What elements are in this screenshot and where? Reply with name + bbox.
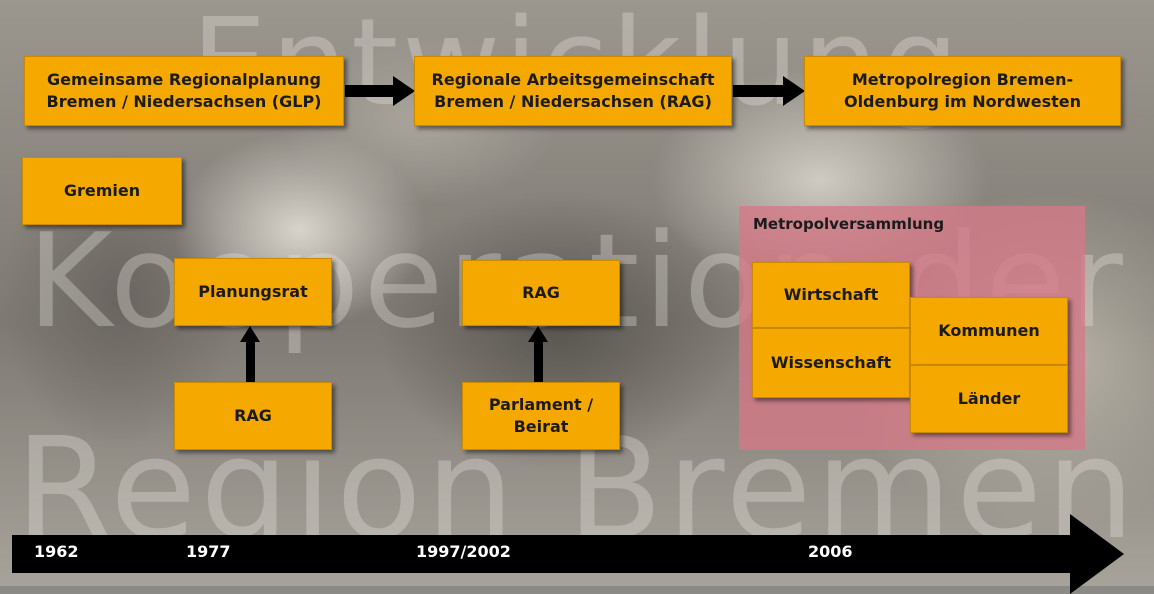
rag-1977-label: RAG — [234, 406, 272, 425]
parlament-beirat-box: Parlament / Beirat — [462, 382, 620, 450]
arrow-parlament-to-rag-head — [528, 326, 548, 342]
timeline-tick-1977: 1977 — [186, 542, 231, 561]
arrow-rag-to-metropol-shaft — [733, 85, 785, 97]
gremien-label: Gremien — [63, 181, 141, 200]
planungsrat-label: Planungsrat — [198, 282, 308, 301]
arrow-glp-to-rag-shaft — [345, 85, 395, 97]
timeline-tick-1962: 1962 — [34, 542, 79, 561]
stage-glp-label: Gemeinsame Regionalplanung Bremen / Nied… — [46, 70, 322, 111]
rag-1997-box: RAG — [462, 260, 620, 326]
member-wissenschaft-box: Wissenschaft — [752, 328, 910, 398]
rag-1977-box: RAG — [174, 382, 332, 450]
member-laender-label: Länder — [957, 389, 1021, 408]
member-wirtschaft-label: Wirtschaft — [783, 285, 879, 304]
planungsrat-box: Planungsrat — [174, 258, 332, 326]
timeline-tick-2006: 2006 — [808, 542, 853, 561]
timeline-tick-1997-2002: 1997/2002 — [416, 542, 511, 561]
parlament-beirat-label: Parlament / Beirat — [488, 395, 594, 436]
member-kommunen-box: Kommunen — [910, 297, 1068, 365]
member-laender-box: Länder — [910, 365, 1068, 433]
member-kommunen-label: Kommunen — [938, 321, 1040, 340]
rag-1997-label: RAG — [522, 283, 560, 302]
stage-rag-box: Regionale Arbeitsgemeinschaft Bremen / N… — [414, 56, 732, 126]
arrow-glp-to-rag-head — [393, 76, 415, 106]
stage-metropol-label: Metropolregion Bremen- Oldenburg im Nord… — [843, 70, 1082, 111]
stage-glp-box: Gemeinsame Regionalplanung Bremen / Nied… — [24, 56, 344, 126]
member-wissenschaft-label: Wissenschaft — [770, 353, 892, 372]
stage-metropol-box: Metropolregion Bremen- Oldenburg im Nord… — [804, 56, 1121, 126]
timeline-arrowhead — [1070, 514, 1124, 594]
arrow-rag-to-metropol-head — [783, 76, 805, 106]
timeline-bar — [12, 535, 1072, 573]
arrow-rag-to-planungsrat-head — [240, 326, 260, 342]
arrow-rag-to-planungsrat-shaft — [246, 340, 255, 382]
gremien-box: Gremien — [22, 157, 182, 225]
stage-rag-label: Regionale Arbeitsgemeinschaft Bremen / N… — [431, 70, 715, 111]
metropolversammlung-title: Metropolversammlung — [753, 215, 945, 233]
arrow-parlament-to-rag-shaft — [534, 340, 543, 382]
member-wirtschaft-box: Wirtschaft — [752, 262, 910, 328]
